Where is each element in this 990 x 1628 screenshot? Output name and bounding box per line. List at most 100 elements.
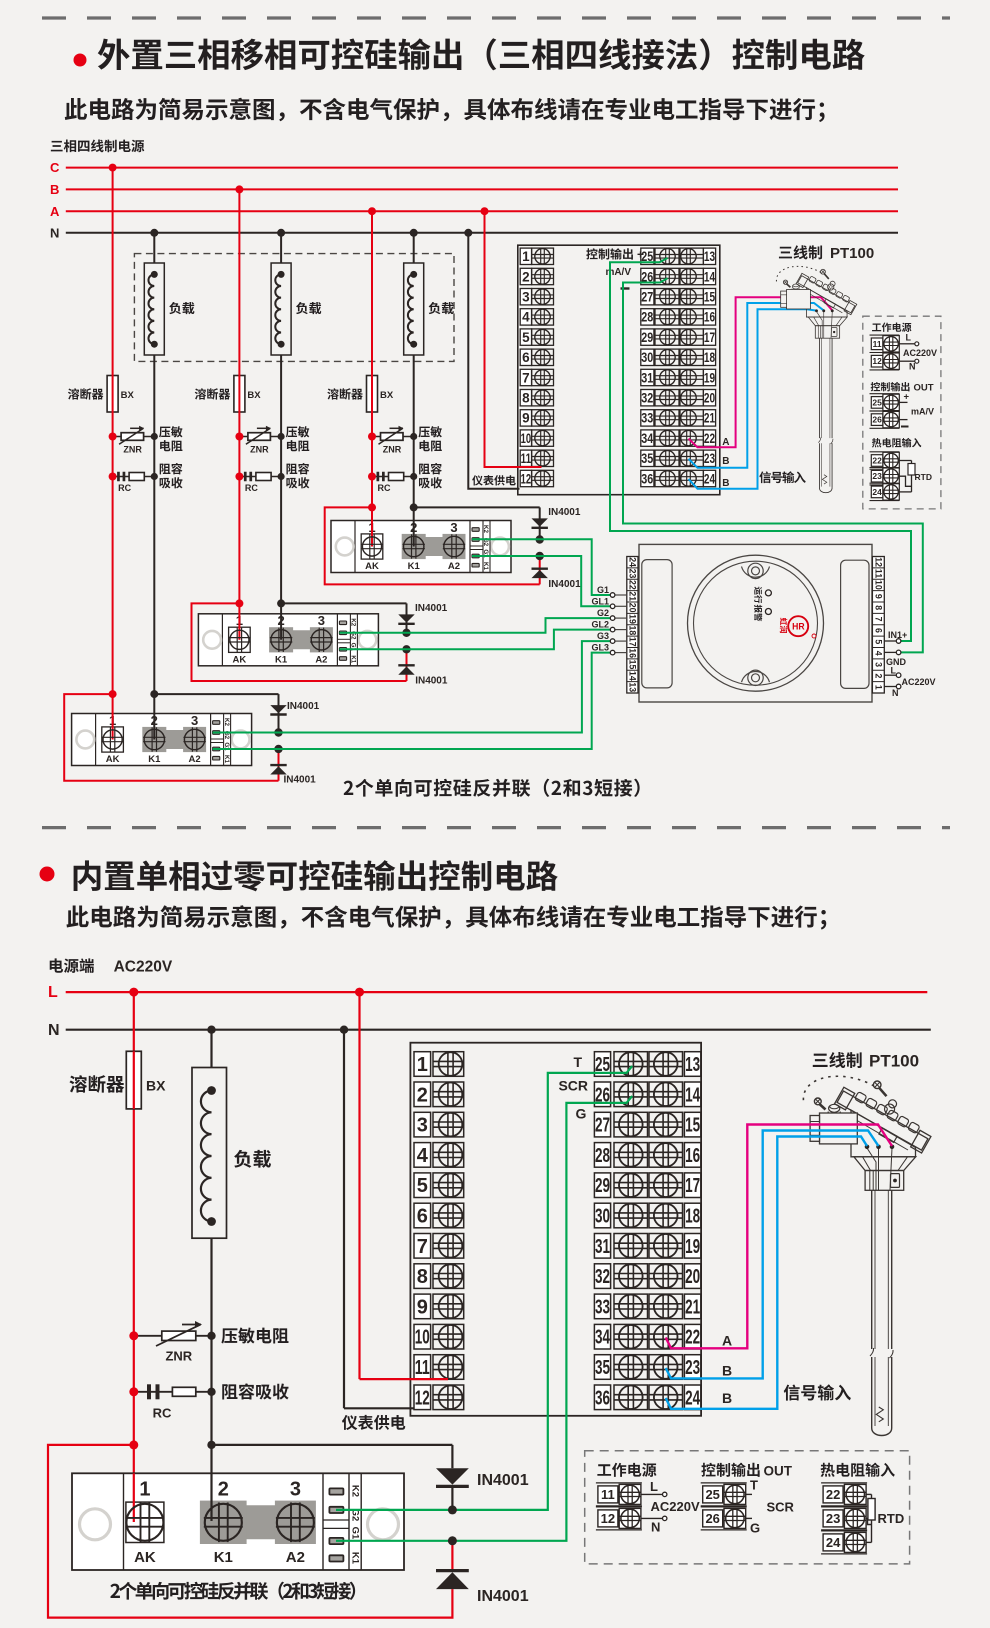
svg-text:RC: RC: [118, 483, 131, 493]
svg-text:GL1: GL1: [591, 596, 609, 606]
svg-text:BX: BX: [121, 390, 135, 401]
svg-text:27: 27: [595, 1115, 610, 1137]
svg-text:12: 12: [873, 557, 883, 567]
svg-text:31: 31: [595, 1236, 610, 1258]
svg-text:12: 12: [601, 1511, 615, 1526]
svg-text:33: 33: [595, 1296, 610, 1318]
svg-text:GL3: GL3: [591, 643, 609, 653]
svg-text:N: N: [651, 1519, 660, 1534]
svg-text:16: 16: [685, 1145, 700, 1167]
svg-text:AC220V: AC220V: [902, 677, 936, 687]
svg-text:7: 7: [522, 370, 530, 385]
svg-text:14: 14: [627, 671, 637, 681]
svg-text:N: N: [892, 688, 899, 698]
svg-text:BX: BX: [247, 390, 261, 401]
svg-text:K1: K1: [349, 1552, 360, 1565]
svg-text:6: 6: [522, 350, 530, 365]
svg-text:K2: K2: [482, 525, 489, 533]
svg-text:28: 28: [595, 1145, 610, 1167]
svg-text:G: G: [750, 1521, 760, 1536]
svg-text:34: 34: [641, 431, 653, 446]
svg-text:7: 7: [417, 1236, 428, 1258]
svg-text:IN4001: IN4001: [415, 603, 448, 614]
svg-text:14: 14: [704, 269, 716, 284]
svg-text:30: 30: [641, 350, 653, 365]
svg-text:IN1+: IN1+: [888, 630, 907, 640]
svg-text:G2: G2: [597, 608, 609, 618]
svg-text:2: 2: [873, 673, 883, 678]
svg-text:11: 11: [873, 569, 883, 578]
svg-text:26: 26: [595, 1084, 610, 1106]
svg-text:18: 18: [704, 350, 716, 365]
svg-text:T: T: [574, 1054, 583, 1070]
svg-text:G1: G1: [223, 742, 230, 751]
svg-text:35: 35: [641, 451, 653, 466]
svg-text:23: 23: [685, 1357, 700, 1379]
svg-text:4: 4: [417, 1145, 429, 1167]
svg-text:8: 8: [873, 605, 883, 610]
svg-text:RC: RC: [245, 483, 258, 493]
svg-text:12: 12: [521, 471, 532, 486]
svg-text:17: 17: [627, 637, 637, 647]
svg-text:3: 3: [417, 1115, 428, 1137]
svg-text:36: 36: [595, 1387, 610, 1409]
svg-text:N: N: [909, 362, 916, 372]
svg-text:15: 15: [704, 290, 716, 305]
svg-text:21: 21: [685, 1296, 700, 1318]
svg-text:24: 24: [704, 471, 716, 486]
svg-text:22: 22: [685, 1327, 700, 1349]
svg-text:G1: G1: [349, 1527, 360, 1540]
svg-text:RC: RC: [153, 1406, 172, 1421]
svg-text:5: 5: [873, 639, 883, 644]
svg-text:G2: G2: [350, 631, 357, 640]
svg-text:24: 24: [872, 487, 882, 497]
svg-text:29: 29: [595, 1175, 610, 1197]
svg-text:K1: K1: [482, 562, 489, 570]
svg-text:4: 4: [873, 651, 883, 656]
svg-text:19: 19: [704, 370, 715, 385]
svg-text:36: 36: [641, 471, 653, 486]
svg-text:mA/V: mA/V: [605, 267, 631, 278]
svg-text:3: 3: [450, 520, 457, 535]
svg-text:28: 28: [641, 310, 653, 325]
svg-text:22: 22: [826, 1487, 840, 1502]
svg-text:A: A: [722, 1333, 732, 1349]
svg-text:23: 23: [627, 569, 637, 579]
svg-text:L: L: [650, 1479, 658, 1494]
svg-text:8: 8: [522, 391, 530, 406]
svg-text:24: 24: [627, 557, 637, 567]
svg-text:A2: A2: [189, 754, 201, 765]
svg-text:RTD: RTD: [878, 1511, 905, 1526]
svg-text:12: 12: [415, 1387, 430, 1409]
svg-text:ZNR: ZNR: [383, 445, 402, 455]
svg-text:11: 11: [521, 451, 532, 466]
svg-text:N: N: [48, 1022, 60, 1039]
svg-text:10: 10: [415, 1327, 430, 1349]
svg-text:25: 25: [595, 1054, 610, 1076]
svg-text:7: 7: [873, 617, 883, 622]
svg-text:IN4001: IN4001: [415, 676, 448, 687]
svg-text:3: 3: [290, 1479, 301, 1501]
svg-text:K2: K2: [350, 618, 357, 626]
svg-text:SCR: SCR: [558, 1078, 588, 1094]
svg-text:10: 10: [521, 431, 532, 446]
svg-text:K2: K2: [349, 1485, 360, 1497]
svg-text:26: 26: [641, 269, 653, 284]
svg-text:RC: RC: [378, 483, 391, 493]
svg-text:IN4001: IN4001: [548, 507, 581, 518]
svg-text:24: 24: [685, 1387, 701, 1409]
svg-text:IN4001: IN4001: [287, 701, 320, 712]
svg-text:A: A: [722, 437, 729, 448]
svg-text:31: 31: [641, 370, 653, 385]
svg-text:13: 13: [627, 682, 637, 692]
svg-text:9: 9: [417, 1296, 428, 1318]
svg-text:17: 17: [685, 1175, 700, 1197]
svg-text:OUT: OUT: [764, 1464, 793, 1479]
svg-text:11: 11: [415, 1357, 430, 1379]
svg-text:AK: AK: [365, 561, 379, 572]
svg-text:12: 12: [872, 356, 882, 366]
svg-text:K1: K1: [275, 654, 288, 665]
svg-text:3: 3: [318, 613, 325, 628]
svg-text:15: 15: [685, 1115, 700, 1137]
svg-text:ZNR: ZNR: [123, 445, 142, 455]
